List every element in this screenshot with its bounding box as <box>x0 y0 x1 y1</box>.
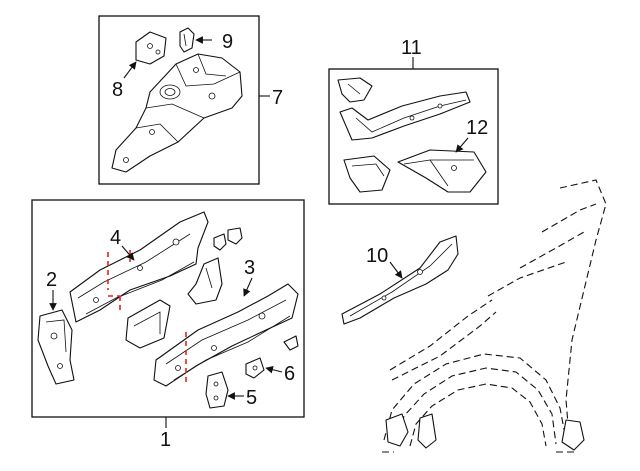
part-bolts <box>213 227 243 251</box>
callout-8: 8 <box>112 79 123 101</box>
part-rail-4 <box>69 211 209 323</box>
part-small-bracket-top <box>337 77 373 103</box>
part-upper-rail <box>339 91 471 141</box>
callout-11: 11 <box>401 37 422 59</box>
part-bracket-9 <box>179 27 195 53</box>
group-11-box: 11 12 <box>328 37 499 205</box>
callout-4: 4 <box>110 227 121 249</box>
part-mid-bracket <box>125 299 171 349</box>
callout-5: 5 <box>246 387 257 409</box>
part-bracket-5 <box>205 371 229 409</box>
callout-7: 7 <box>272 87 283 109</box>
part-rail-3 <box>153 283 299 387</box>
group-7-box: 7 9 8 <box>98 15 283 185</box>
callout-10: 10 <box>366 245 388 267</box>
group-1-box: 1 4 2 <box>31 199 305 451</box>
part-apron-assembly <box>111 53 243 173</box>
callout-12: 12 <box>466 117 488 139</box>
callout-3: 3 <box>244 257 255 279</box>
callout-1: 1 <box>160 429 171 451</box>
callout-9: 9 <box>222 31 233 53</box>
part-bracket-2 <box>37 309 75 385</box>
part-bracket-12 <box>397 149 487 193</box>
part-10: 10 <box>341 235 459 325</box>
part-lower-bracket <box>343 155 391 193</box>
part-upright-bracket <box>187 257 223 305</box>
callout-6: 6 <box>284 363 295 385</box>
fender-phantom <box>382 179 607 453</box>
part-bracket-8 <box>135 31 167 65</box>
part-clip-6 <box>245 357 265 379</box>
part-small-clip <box>283 335 299 351</box>
callout-2: 2 <box>46 269 57 291</box>
